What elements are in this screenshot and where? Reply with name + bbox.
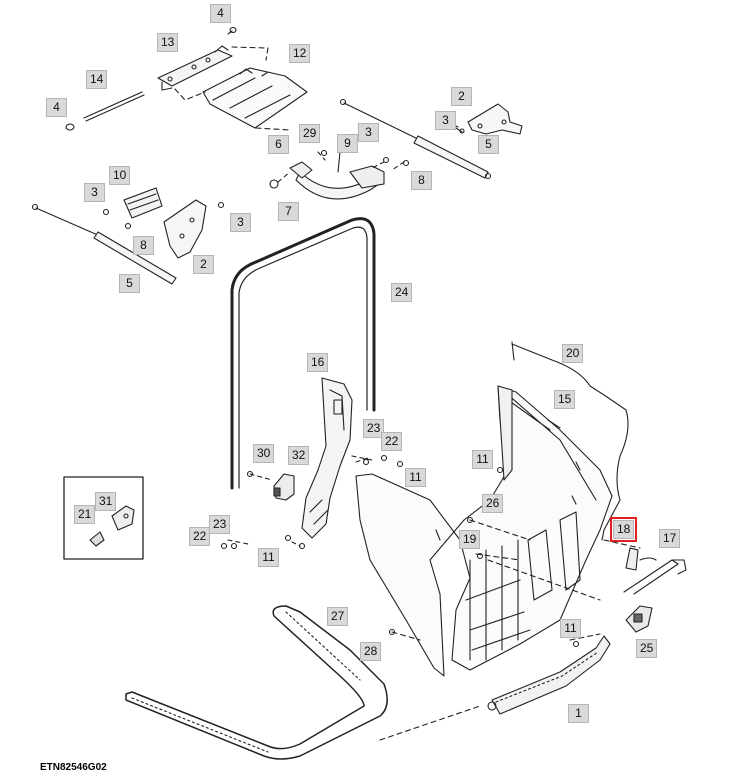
- callout-8-left[interactable]: 8: [133, 236, 154, 255]
- callout-17[interactable]: 17: [659, 529, 681, 548]
- callout-11-upper[interactable]: 11: [472, 450, 493, 469]
- hinge-13-part: [157, 45, 233, 91]
- bottom-seal-1-part: [487, 635, 611, 715]
- rod-17-part: [623, 559, 687, 595]
- callout-8-right[interactable]: 8: [411, 171, 432, 190]
- catch-31-part: [111, 505, 135, 531]
- clip-18-part: [625, 547, 657, 571]
- callout-2-left[interactable]: 2: [193, 255, 214, 274]
- callout-31[interactable]: 31: [95, 492, 117, 511]
- callout-27[interactable]: 27: [327, 607, 349, 626]
- callout-19[interactable]: 19: [459, 530, 481, 549]
- callout-26[interactable]: 26: [482, 494, 504, 513]
- callout-30[interactable]: 30: [253, 444, 275, 463]
- callout-3-center[interactable]: 3: [358, 123, 379, 142]
- lower-seal-27-part: [125, 605, 388, 760]
- plate-10-part: [123, 187, 163, 219]
- callout-22-lower[interactable]: 22: [189, 527, 211, 546]
- latch-32-part: [273, 473, 295, 501]
- callout-1[interactable]: 1: [568, 704, 589, 723]
- callout-5-left[interactable]: 5: [119, 274, 140, 293]
- washer-4-parts: [65, 26, 237, 131]
- inset-box: [63, 476, 144, 560]
- callout-7[interactable]: 7: [278, 202, 299, 221]
- callout-4-left[interactable]: 4: [46, 98, 67, 117]
- dashed-leader: [174, 46, 291, 131]
- callout-11-mid[interactable]: 11: [405, 468, 426, 487]
- gas-strut-right-part: [339, 98, 492, 180]
- side-panel-15-part: [497, 385, 561, 481]
- callout-20[interactable]: 20: [562, 344, 584, 363]
- callout-25[interactable]: 25: [636, 639, 658, 658]
- callout-11-lower-left[interactable]: 11: [258, 548, 279, 567]
- bracket-2-left-part: [163, 199, 207, 259]
- wire-20-part: [511, 341, 629, 541]
- callout-2-right[interactable]: 2: [451, 87, 472, 106]
- hinge-arm-16-part: [301, 377, 353, 539]
- panel-12-part: [202, 67, 308, 129]
- callout-24[interactable]: 24: [391, 283, 413, 302]
- rod-14-part: [83, 91, 145, 122]
- callout-16[interactable]: 16: [307, 353, 329, 372]
- callout-6[interactable]: 6: [268, 135, 289, 154]
- callout-3-leftright[interactable]: 3: [230, 213, 251, 232]
- callout-28[interactable]: 28: [360, 642, 382, 661]
- callout-3-left[interactable]: 3: [84, 183, 105, 202]
- callout-12[interactable]: 12: [289, 44, 311, 63]
- gas-strut-left-part: [31, 203, 177, 285]
- bracket-2-right-part: [467, 103, 523, 135]
- handle-25-part: [625, 605, 653, 633]
- callout-11-lower-right[interactable]: 11: [560, 619, 581, 638]
- figure-id-label: ETN82546G02: [40, 762, 107, 773]
- callout-9[interactable]: 9: [337, 134, 358, 153]
- latch-6-part: [289, 161, 313, 179]
- catch-21-part: [89, 531, 105, 547]
- bracket-right-hinge: [349, 165, 385, 189]
- callout-14[interactable]: 14: [86, 70, 108, 89]
- callout-21[interactable]: 21: [74, 505, 96, 524]
- callout-4-top[interactable]: 4: [210, 4, 231, 23]
- callout-3-right[interactable]: 3: [435, 111, 456, 130]
- callout-15[interactable]: 15: [554, 390, 576, 409]
- callout-29[interactable]: 29: [299, 124, 321, 143]
- callout-23-lower[interactable]: 23: [209, 515, 231, 534]
- callout-22-upper[interactable]: 22: [381, 432, 403, 451]
- callout-18-selected[interactable]: 18: [609, 517, 638, 542]
- callout-13[interactable]: 13: [157, 33, 179, 52]
- door-panel-1-part: [355, 385, 613, 677]
- callout-5-right[interactable]: 5: [478, 135, 499, 154]
- callout-10[interactable]: 10: [109, 166, 131, 185]
- callout-23-upper[interactable]: 23: [363, 419, 385, 438]
- door-frame-seal-24-part: [230, 217, 376, 490]
- callout-32[interactable]: 32: [288, 446, 310, 465]
